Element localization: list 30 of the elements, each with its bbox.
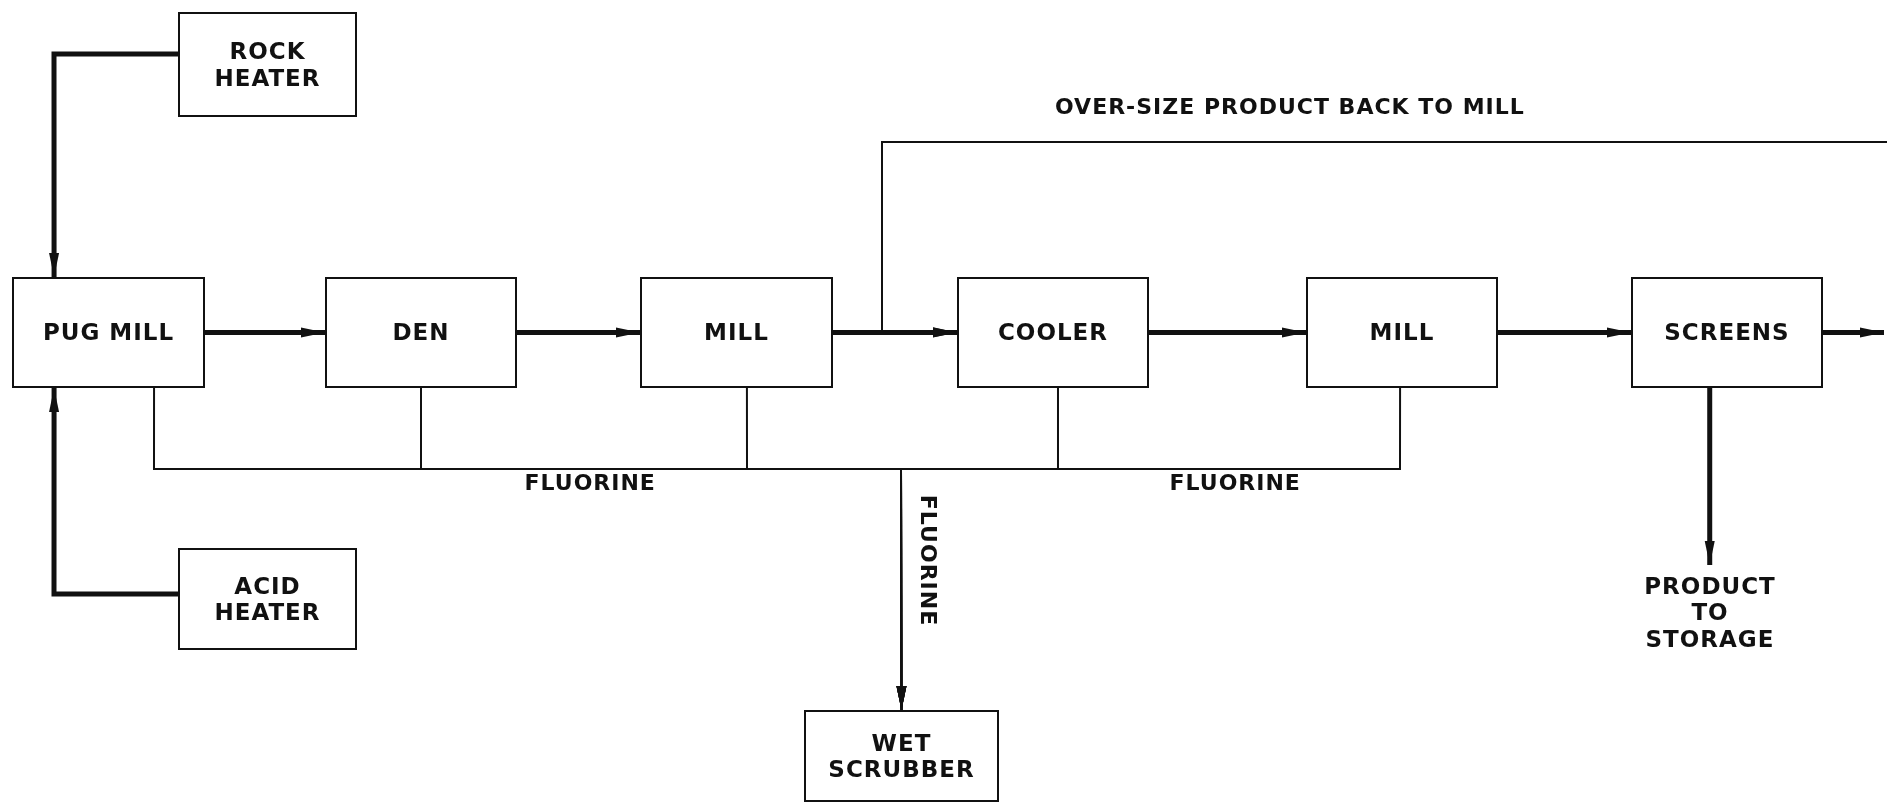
process-box [804,710,999,802]
arrow [1823,327,1884,338]
process-box [325,277,517,388]
process-box [1306,277,1498,388]
box-label: MILL [1369,319,1435,346]
process-box [640,277,833,388]
box-label: WET SCRUBBER [827,729,976,783]
process-box [957,277,1149,388]
box-label: PUG MILL [42,319,175,346]
arrow [49,388,178,597]
box-label: DEN [392,319,450,346]
box-label: ACID HEATER [213,572,322,626]
arrow [881,141,1887,338]
box-label: ROCK HEATER [213,38,322,91]
output-label: PRODUCT TO STORAGE [1635,565,1785,660]
arrow [1498,327,1631,338]
box-label: SCREENS [1664,319,1790,346]
arrow [896,387,1402,711]
process-box [178,548,357,650]
arrow [205,327,325,338]
box-label: MILL [704,319,769,346]
arrow [517,327,640,338]
process-box [178,12,357,117]
process-box [1631,277,1823,388]
arrow [49,51,178,277]
box-label: COOLER [997,319,1109,346]
arrow [833,327,957,338]
arrow [1704,388,1715,565]
process-box [12,277,205,388]
arrow [1149,327,1306,338]
